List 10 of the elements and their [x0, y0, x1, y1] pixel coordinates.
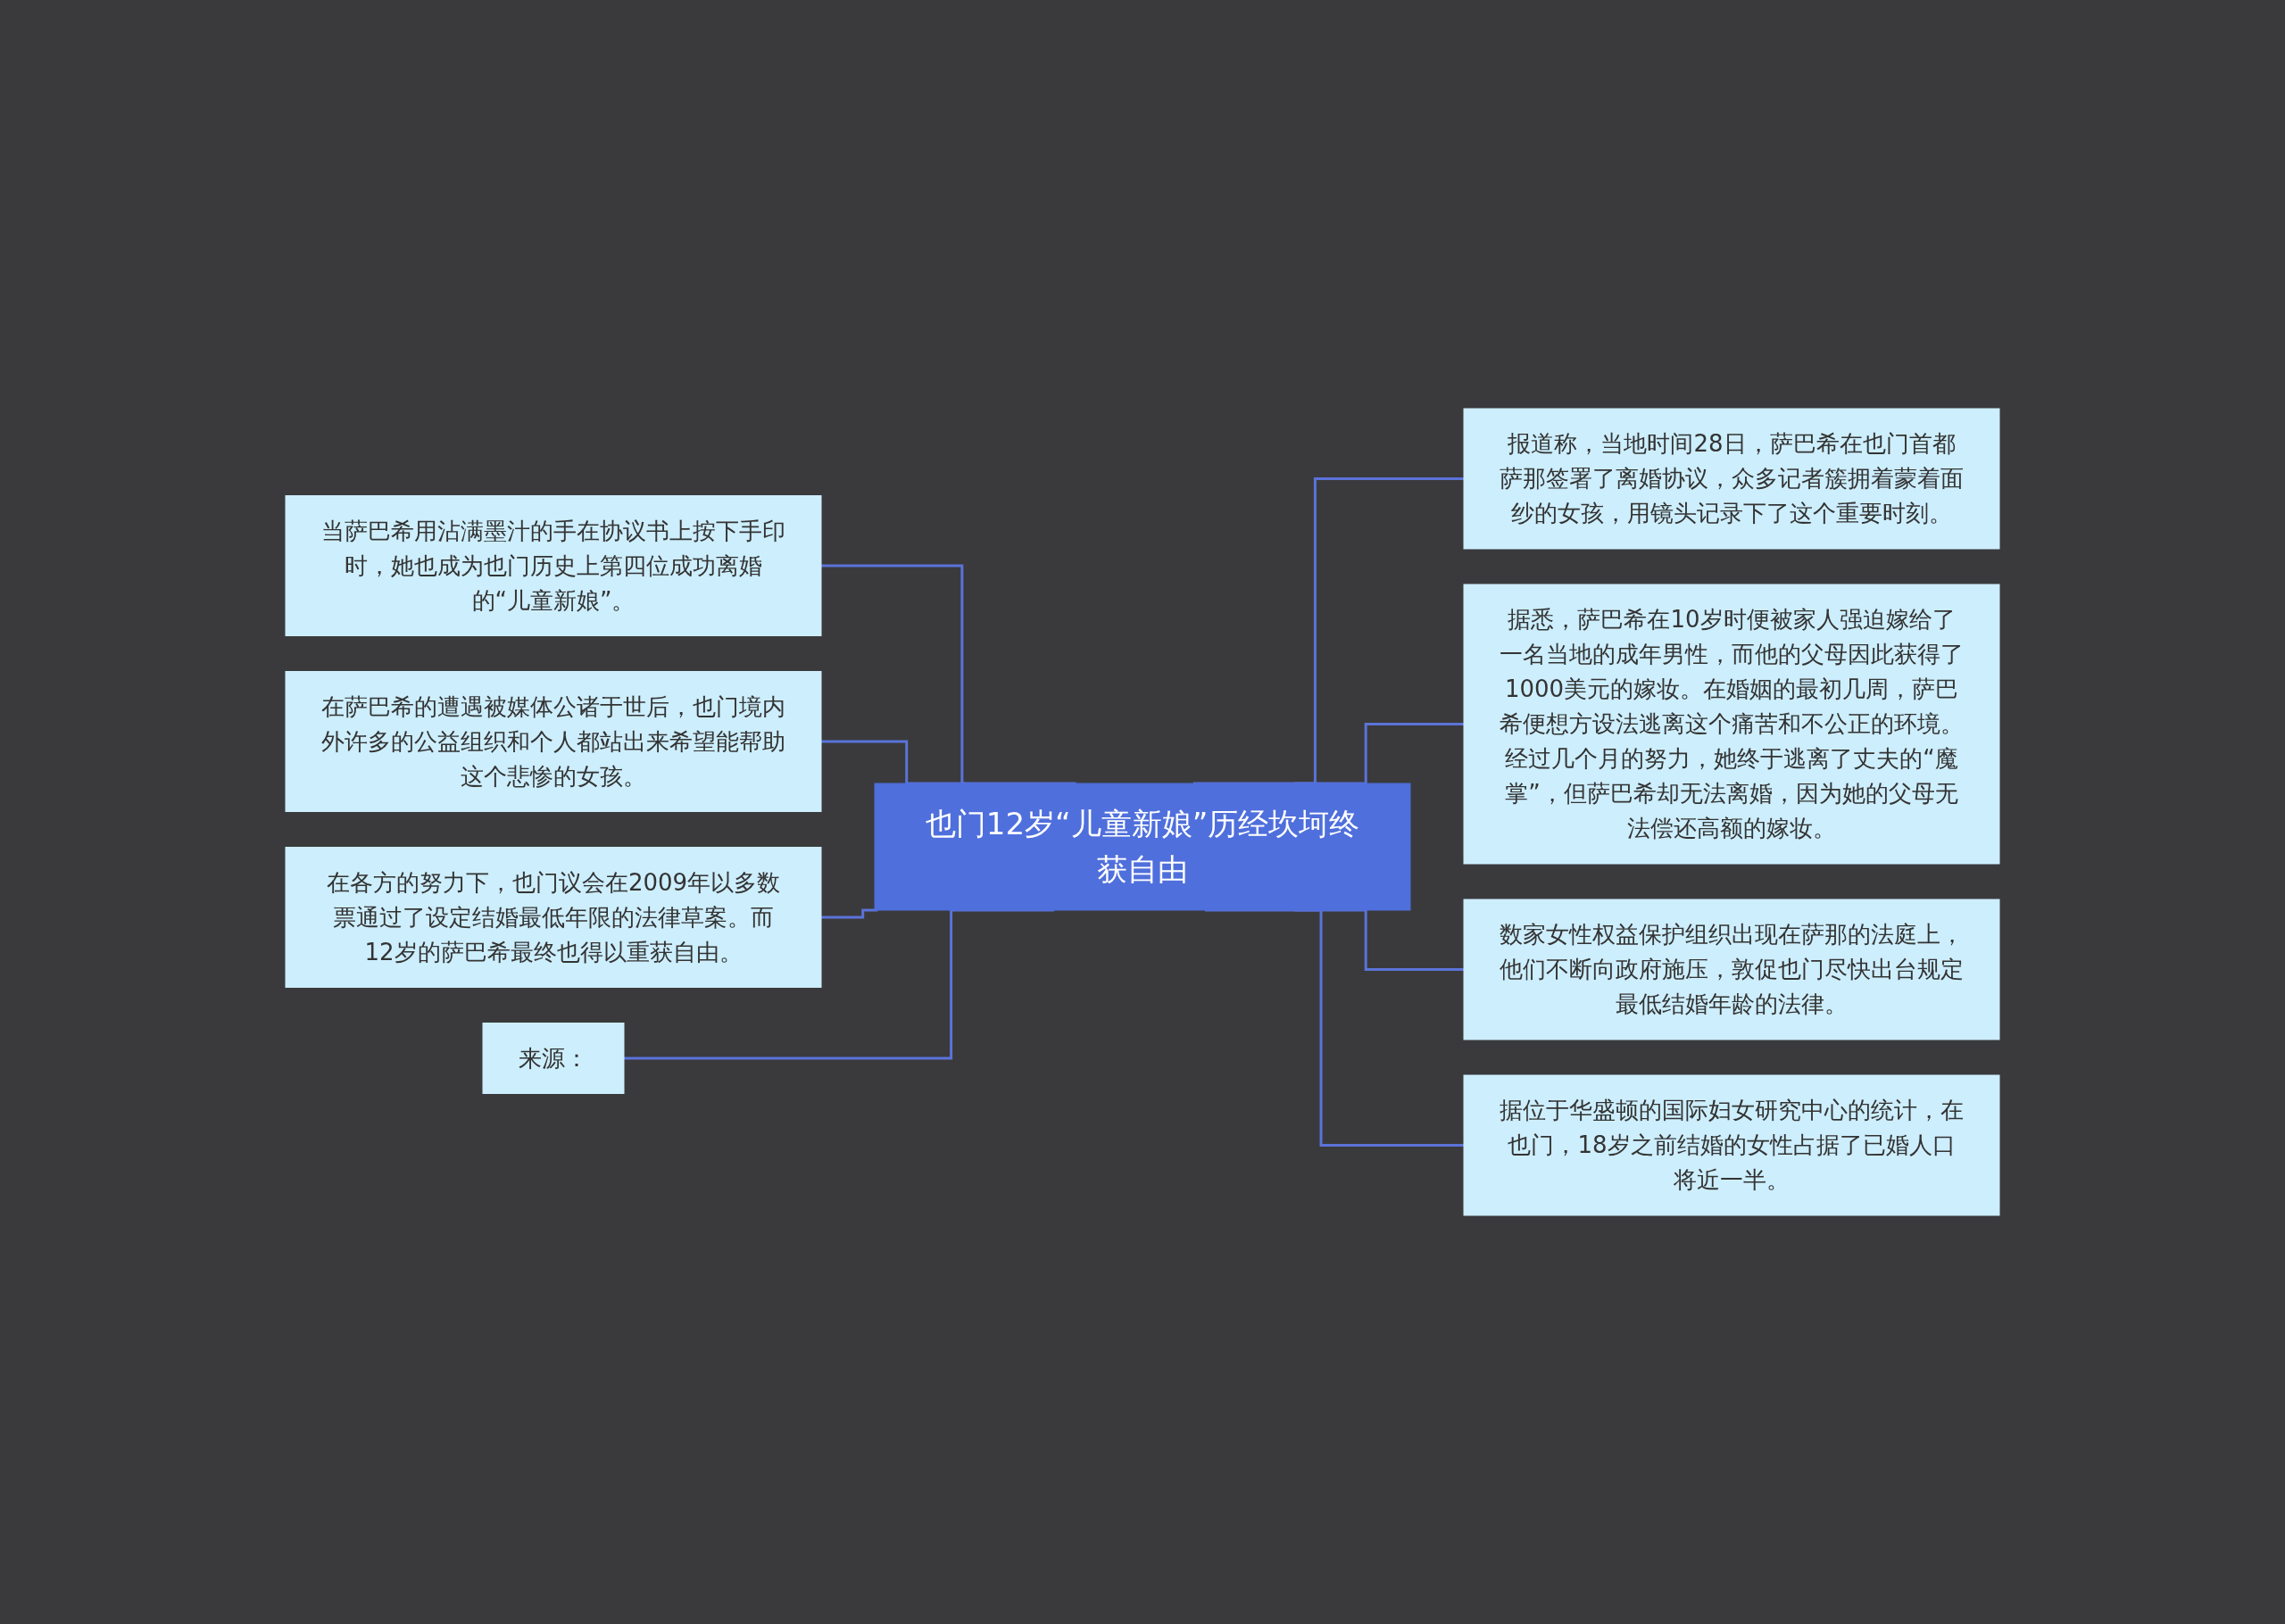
connector — [821, 908, 878, 919]
node-box: 当萨巴希用沾满墨汁的手在协议书上按下手印时，她也成为也门历史上第四位成功离婚的“儿童新娘”。 — [285, 495, 822, 636]
node-box: 报道称，当地时间28日，萨巴希在也门首都萨那签署了离婚协议，众多记者簇拥着蒙着面纱的女孩，用镜头记录下了这个重要时刻。 — [1463, 408, 2000, 550]
node-box: 据悉，萨巴希在10岁时便被家人强迫嫁给了一名当地的成年男性，而他的父母因此获得了1000美元的嫁妆。在婚姻的最初几周，萨巴希便想方设法逃离这个痛苦和不公正的环境。经过几个月的努力，她终于逃离了丈夫的“魔掌”，但萨巴希却无法离婚，因为她的父母无法偿还高额的嫁妆。 — [1463, 584, 2000, 865]
node-box: 据位于华盛顿的国际妇女研究中心的统计，在也门，18岁之前结婚的女性占据了已婚人口将近一半。 — [1463, 1074, 2000, 1216]
node-box: 数家女性权益保护组织出现在萨那的法庭上，他们不断向政府施压，敦促也门尽快出台规定最低结婚年龄的法律。 — [1463, 899, 2000, 1040]
node-box: 在各方的努力下，也门议会在2009年以多数票通过了设定结婚最低年限的法律草案。而12岁的萨巴希最终也得以重获自由。 — [285, 847, 822, 988]
node-box: 也门12岁“儿童新娘”历经坎坷终获自由 — [874, 783, 1411, 911]
node-box: 在萨巴希的遭遇被媒体公诸于世后，也门境内外许多的公益组织和个人都站出来希望能帮助这个悲惨的女孩。 — [285, 671, 822, 812]
node-box: 来源： — [482, 1023, 625, 1094]
